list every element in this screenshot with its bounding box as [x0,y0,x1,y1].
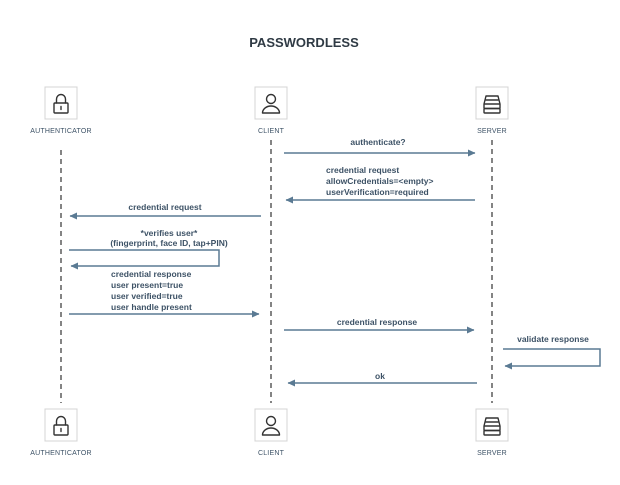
message-credential-request-client: credential request [69,202,261,220]
message-authenticate: authenticate? [284,137,476,157]
server-label: SERVER [477,450,507,457]
message-label: user present=true [111,280,183,290]
self-message-arrow [503,348,601,370]
server-label: SERVER [477,128,507,135]
message-label: user verified=true [111,291,183,301]
client-label: CLIENT [258,450,285,457]
client-actor-bottom: CLIENT [254,408,288,457]
message-label: userVerification=required [326,187,429,197]
server-icon [483,95,501,114]
message-label: ok [375,371,385,381]
user-icon [261,415,281,436]
message-label: allowCredentials=<empty> [326,176,434,186]
authenticator-label: AUTHENTICATOR [30,128,91,135]
client-label: CLIENT [258,128,285,135]
message-credential-response-authenticator: credential response user present=true us… [69,269,260,318]
message-label: credential response [337,317,418,327]
message-validate-response: validate response [503,334,601,370]
authenticator-label: AUTHENTICATOR [30,450,91,457]
message-verifies-user: *verifies user* (fingerprint, face ID, t… [69,228,228,270]
message-label: credential request [326,165,399,175]
message-ok: ok [287,371,477,387]
message-label: *verifies user* [141,228,198,238]
message-label: (fingerprint, face ID, tap+PIN) [110,238,228,248]
message-label: user handle present [111,302,192,312]
self-message-arrow [69,249,220,270]
lock-icon [53,93,69,114]
user-icon [261,93,281,114]
lock-icon [53,415,69,436]
message-label: credential response [111,269,192,279]
server-icon [483,417,501,436]
diagram-title: PASSWORDLESS [249,35,359,50]
message-label: validate response [517,334,589,344]
message-credential-response-client: credential response [284,317,475,334]
authenticator-actor-top: AUTHENTICATOR [30,86,92,135]
message-credential-request-server: credential request allowCredentials=<emp… [285,165,475,204]
authenticator-actor-bottom: AUTHENTICATOR [30,408,92,457]
message-label: authenticate? [350,137,405,147]
message-label: credential request [128,202,201,212]
server-actor-bottom: SERVER [475,408,509,457]
client-actor-top: CLIENT [254,86,288,135]
server-actor-top: SERVER [475,86,509,135]
